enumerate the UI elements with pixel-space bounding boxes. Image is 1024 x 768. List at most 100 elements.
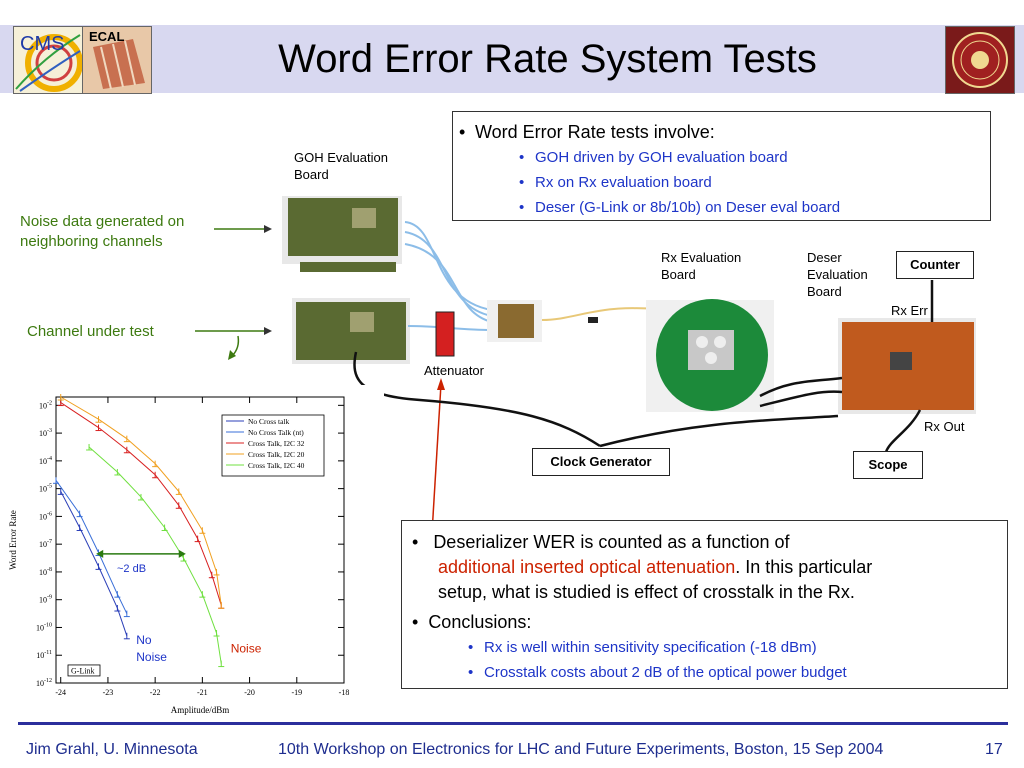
series-line xyxy=(60,396,222,606)
no-noise-label: No xyxy=(136,633,152,647)
goh-chip xyxy=(352,208,376,228)
noise-label: Noise data generated on neighboring chan… xyxy=(20,212,184,252)
y-axis-label: Word Error Rate xyxy=(8,510,18,570)
y-tick-label: 10-2 xyxy=(39,400,52,410)
deser-board-label: Deser Evaluation Board xyxy=(807,249,868,300)
conclusion-item: Crosstalk costs about 2 dB of the optica… xyxy=(402,660,847,685)
university-seal-logo xyxy=(945,26,1015,94)
rx-board-label-line: Rx Evaluation xyxy=(661,250,742,265)
deser-chip xyxy=(890,352,912,370)
x-tick-label: -21 xyxy=(197,688,208,697)
goh-board-label-line: GOH Evaluation xyxy=(294,150,388,165)
goh-board-noise-strip xyxy=(300,262,396,272)
x-tick-label: -19 xyxy=(291,688,302,697)
glink-label: G-Link xyxy=(71,666,95,675)
fiber-coupler xyxy=(588,317,598,323)
wer-text-attenuation: additional inserted optical attenuation xyxy=(438,557,736,577)
goh-board-label-line: Board xyxy=(294,167,329,182)
x-tick-label: -18 xyxy=(339,688,350,697)
series-line xyxy=(88,446,222,664)
x-axis-label: Amplitude/dBm xyxy=(171,705,230,715)
legend-box xyxy=(221,414,325,477)
wer-text-c: . In this particular xyxy=(735,557,873,577)
y-tick-label: 10-5 xyxy=(39,484,52,494)
rx-out-label: Rx Out xyxy=(924,419,965,434)
wer-description-line: setup, what is studied is effect of cros… xyxy=(438,582,855,602)
x-tick-label: -22 xyxy=(150,688,161,697)
fiber-bundle xyxy=(404,221,493,331)
bullet: • xyxy=(412,532,434,552)
title-band xyxy=(0,25,1024,93)
cms-logo: CMS xyxy=(13,26,83,94)
rx-err-label: Rx Err xyxy=(891,303,928,318)
deser-board-label-line: Deser xyxy=(807,250,842,265)
legend-entry: No Cross talk xyxy=(248,417,290,426)
rx-connector xyxy=(705,352,717,364)
footer-rule xyxy=(18,722,1008,725)
noise-label: Noise xyxy=(231,641,262,655)
cms-logo-text: CMS xyxy=(20,33,65,55)
no-noise-label: Noise xyxy=(136,650,167,664)
channel-curve-arrow-head xyxy=(228,350,236,360)
ecal-logo: ECAL xyxy=(82,26,152,94)
counter-box: Counter xyxy=(896,251,974,279)
attenuator xyxy=(435,311,455,357)
channel-arrow-head xyxy=(264,327,272,335)
y-tick-label: 10-7 xyxy=(39,539,52,549)
db-shift-label: ~2 dB xyxy=(117,563,146,575)
wer-description: • Deserializer WER is counted as a funct… xyxy=(412,530,872,635)
clock-generator-box: Clock Generator xyxy=(532,448,670,476)
requirement-item: Deser (G-Link or 8b/10b) on Deser eval b… xyxy=(453,195,990,220)
deser-board-label-line: Board xyxy=(807,284,842,299)
requirements-box: Word Error Rate tests involve: GOH drive… xyxy=(452,111,991,221)
wer-chart: 10-210-310-410-510-610-710-810-910-1010-… xyxy=(8,394,350,715)
attenuator-label: Attenuator xyxy=(424,363,484,378)
y-tick-label: 10-11 xyxy=(36,650,52,660)
y-tick-label: 10-4 xyxy=(39,456,52,466)
conclusions-heading: • Conclusions: xyxy=(412,610,872,635)
ecal-logo-text: ECAL xyxy=(89,29,125,44)
y-tick-label: 10-12 xyxy=(36,678,52,688)
legend-entry: Cross Talk, I2C 32 xyxy=(248,439,305,448)
conclusion-item: Rx is well within sensitivity specificat… xyxy=(402,635,847,660)
y-tick-label: 10-10 xyxy=(36,622,52,632)
page-title: Word Error Rate System Tests xyxy=(278,37,817,81)
footer-event: 10th Workshop on Electronics for LHC and… xyxy=(278,741,884,758)
wer-description-line: • Deserializer WER is counted as a funct… xyxy=(412,530,872,555)
x-tick-label: -20 xyxy=(244,688,255,697)
legend-entry: No Cross Talk (nt) xyxy=(248,428,304,437)
rx-board-label-line: Board xyxy=(661,267,696,282)
legend-entry: Cross Talk, I2C 20 xyxy=(248,450,305,459)
fiber-connector xyxy=(498,304,534,338)
rx-connector xyxy=(714,336,726,348)
wer-text-a: Deserializer WER is counted as a functio… xyxy=(433,532,790,552)
requirement-item: Rx on Rx evaluation board xyxy=(453,170,990,195)
db-shift-arrow-head xyxy=(96,549,104,558)
deser-board-label-line: Evaluation xyxy=(807,267,868,282)
db-shift-arrow-head xyxy=(178,549,186,558)
goh-board-label: GOH Evaluation Board xyxy=(294,149,388,183)
footer-author: Jim Grahl, U. Minnesota xyxy=(26,741,198,758)
rx-board-label: Rx Evaluation Board xyxy=(661,249,741,283)
noise-arrow-head xyxy=(264,225,272,233)
cms-logo-graphic xyxy=(15,34,82,92)
x-tick-label: -23 xyxy=(103,688,114,697)
requirement-item: GOH driven by GOH evaluation board xyxy=(453,145,990,170)
channel-under-test-label: Channel under test xyxy=(27,323,154,340)
footer-page-number: 17 xyxy=(985,741,1003,758)
y-tick-label: 10-6 xyxy=(39,511,52,521)
attenuation-arrow-head xyxy=(437,378,445,390)
seal-graphic xyxy=(952,32,1008,88)
series-line xyxy=(60,402,222,606)
y-tick-label: 10-3 xyxy=(39,428,52,438)
wer-description-line: additional inserted optical attenuation.… xyxy=(412,555,872,580)
conclusions-heading-text: Conclusions: xyxy=(428,612,532,632)
x-tick-label: -24 xyxy=(55,688,66,697)
goh-chip xyxy=(350,312,374,332)
legend-entry: Cross Talk, I2C 40 xyxy=(248,461,305,470)
requirements-heading: Word Error Rate tests involve: xyxy=(453,120,990,144)
cables xyxy=(353,280,934,453)
noise-label-line: neighboring channels xyxy=(20,233,163,250)
